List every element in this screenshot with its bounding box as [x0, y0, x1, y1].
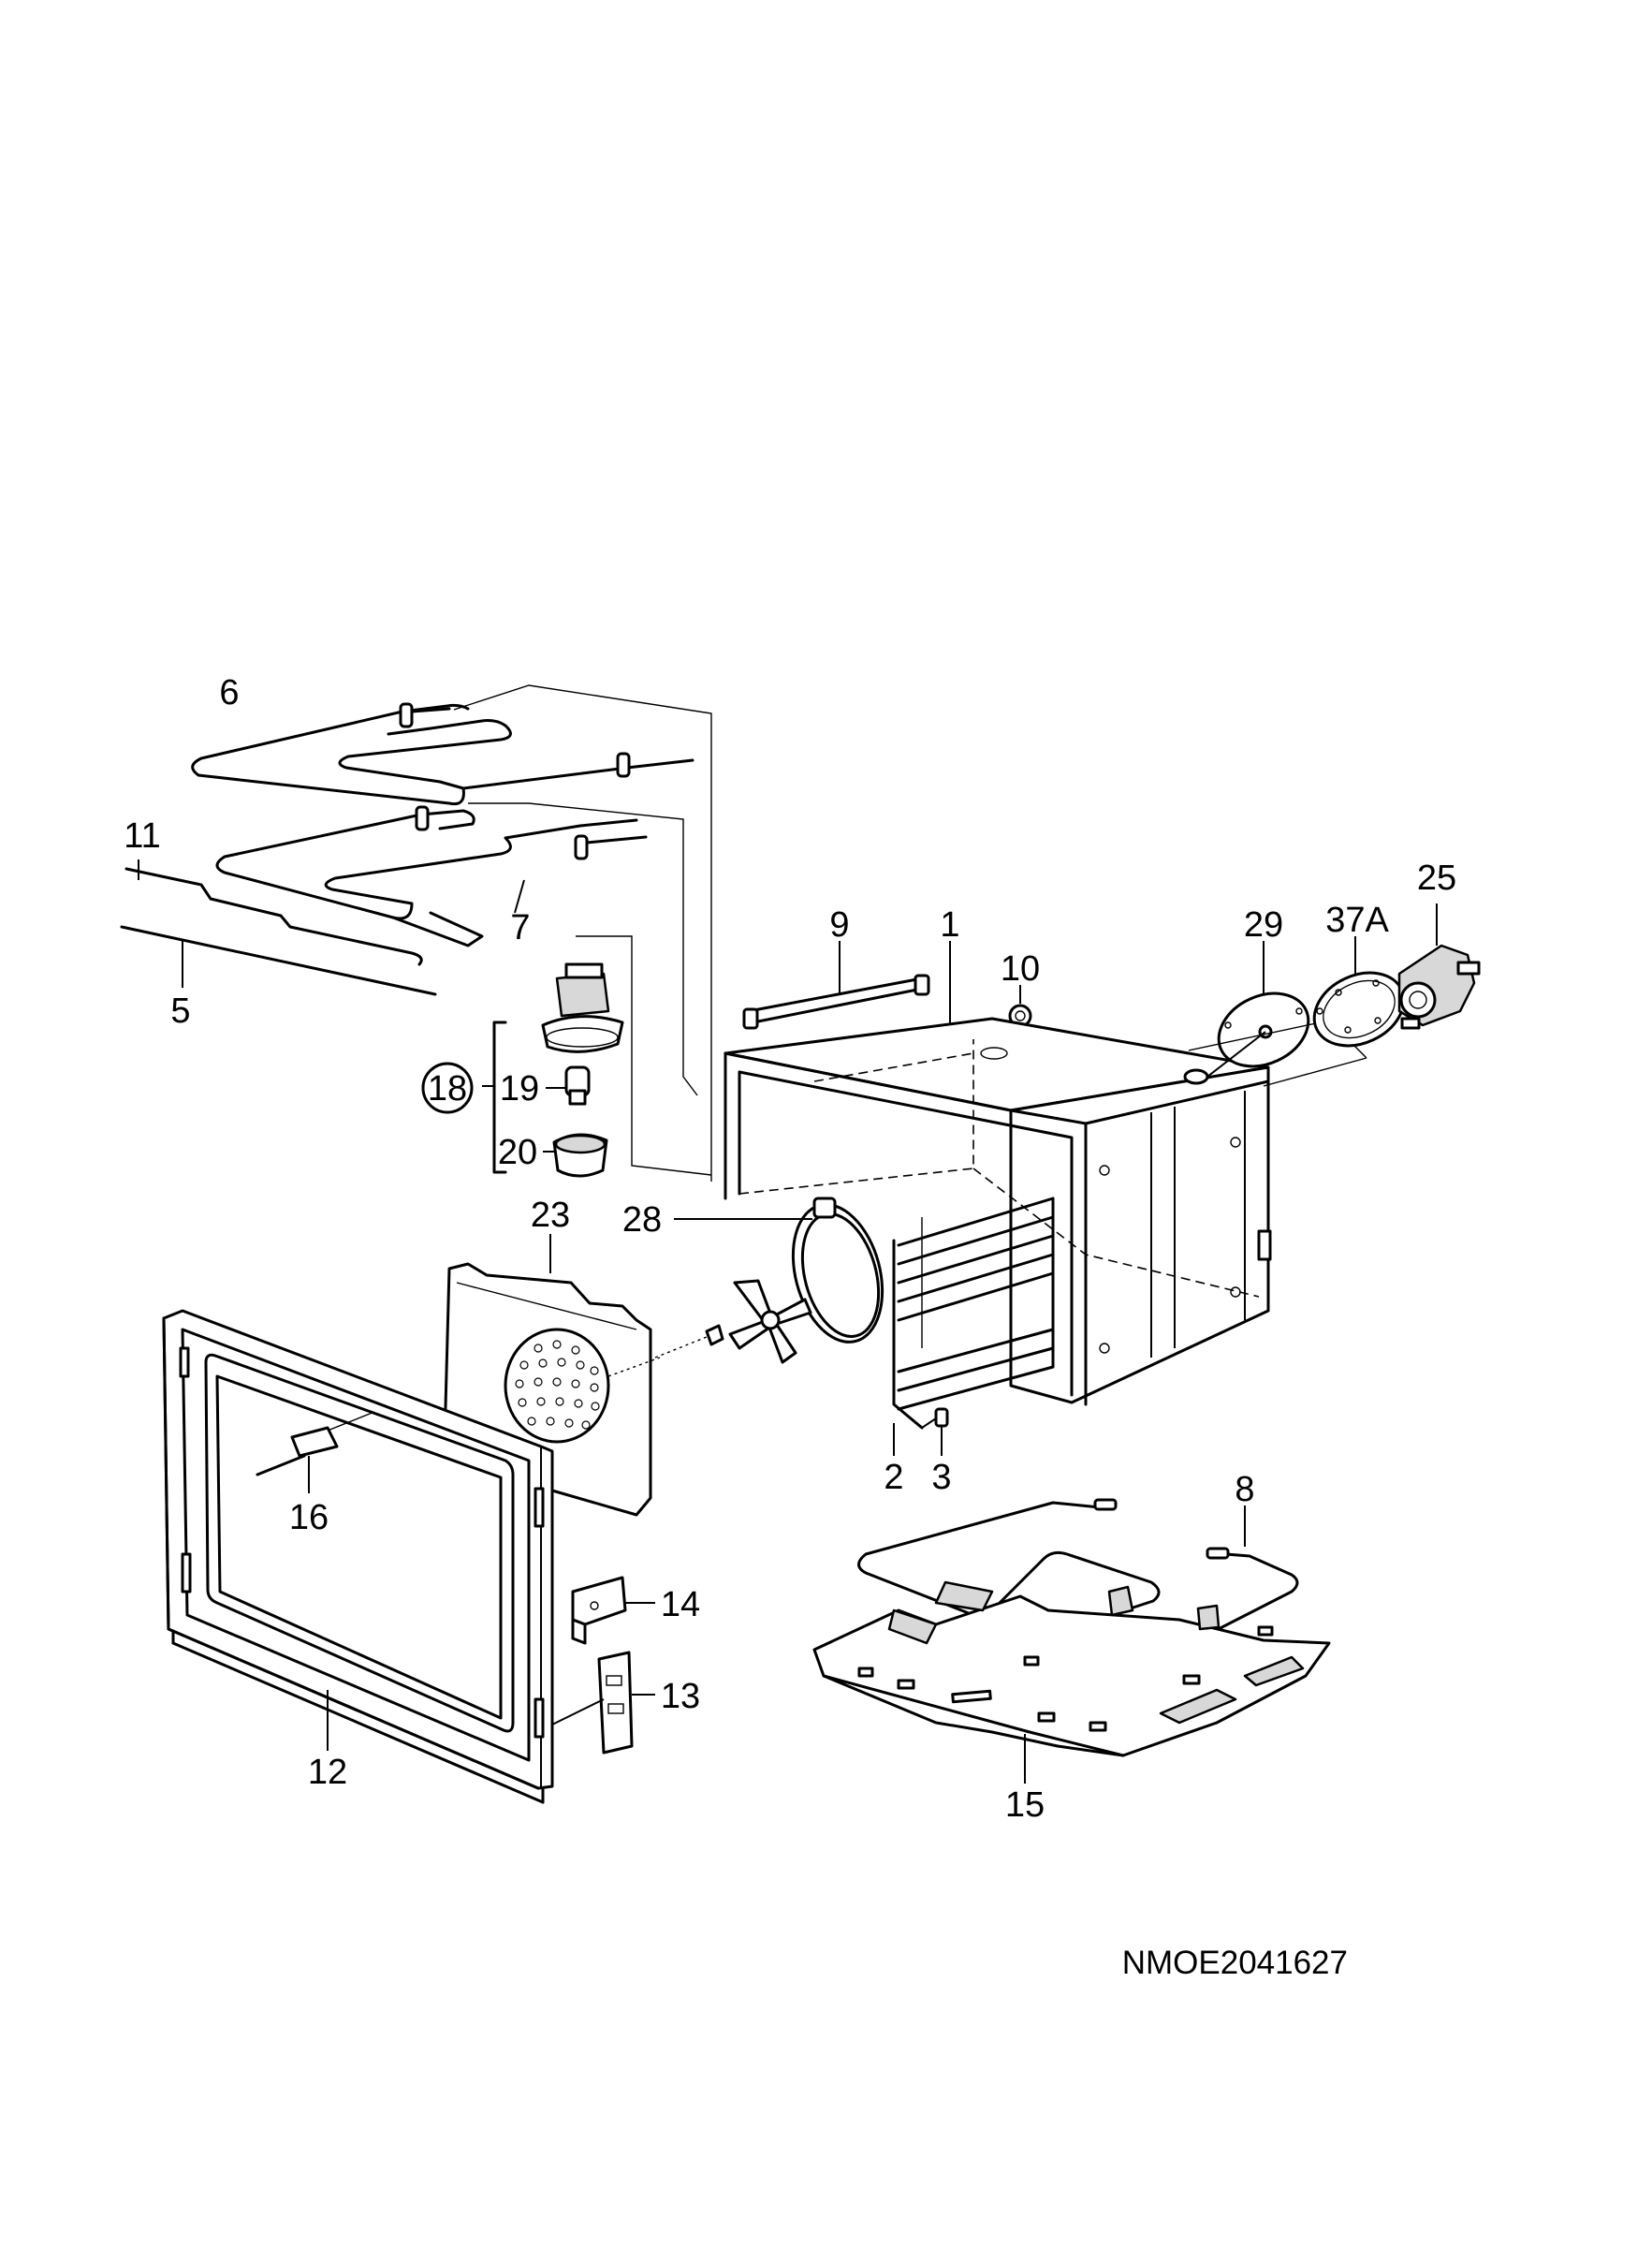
grill-element-7	[215, 805, 648, 947]
rear-panel-holes	[515, 1340, 600, 1430]
label-20: 20	[498, 1133, 537, 1172]
label-18: 18	[428, 1069, 467, 1109]
label-14: 14	[661, 1585, 700, 1624]
label-16: 16	[289, 1498, 329, 1537]
side-rail-9	[742, 941, 930, 1030]
bottom-cover-15	[812, 1580, 1331, 1784]
label-11: 11	[124, 816, 160, 856]
lamp-assembly	[421, 962, 624, 1178]
door-latch-16	[256, 1411, 375, 1493]
shelf-rack-2	[892, 1197, 1055, 1456]
label-15: 15	[1005, 1785, 1045, 1825]
fan-guard-28	[674, 1197, 884, 1344]
label-7: 7	[510, 908, 530, 947]
fan-blade	[654, 1279, 812, 1364]
door-frame-12	[162, 1309, 554, 1804]
label-28: 28	[622, 1200, 662, 1240]
oven-cavity-1	[724, 941, 1272, 1406]
label-8: 8	[1235, 1470, 1254, 1509]
label-3: 3	[931, 1458, 951, 1497]
label-12: 12	[308, 1753, 347, 1792]
grommet-10	[1008, 985, 1032, 1028]
label-25: 25	[1417, 859, 1456, 898]
label-37a: 37A	[1325, 901, 1389, 940]
label-2: 2	[884, 1458, 903, 1497]
label-19: 19	[500, 1069, 539, 1109]
rod-5	[120, 925, 437, 996]
part-labels: 6 11 7 5 9 1 10 29 37A 25 18 19 20 28 23…	[124, 673, 1456, 1825]
diagram-code: NMOE2041627	[1122, 1945, 1348, 1981]
label-10: 10	[1001, 949, 1040, 989]
label-29: 29	[1244, 905, 1283, 945]
label-5: 5	[170, 991, 190, 1031]
hinge-13	[551, 1651, 655, 1755]
label-13: 13	[661, 1677, 700, 1716]
grill-element-6	[191, 702, 694, 806]
shelf-support-11	[124, 859, 423, 966]
label-9: 9	[829, 905, 849, 945]
fan-motor-assembly	[1188, 903, 1481, 1087]
routing-lines	[453, 684, 923, 1348]
label-6: 6	[219, 673, 239, 712]
hinge-14	[571, 1576, 655, 1645]
label-1: 1	[940, 905, 959, 945]
label-23: 23	[531, 1196, 570, 1235]
